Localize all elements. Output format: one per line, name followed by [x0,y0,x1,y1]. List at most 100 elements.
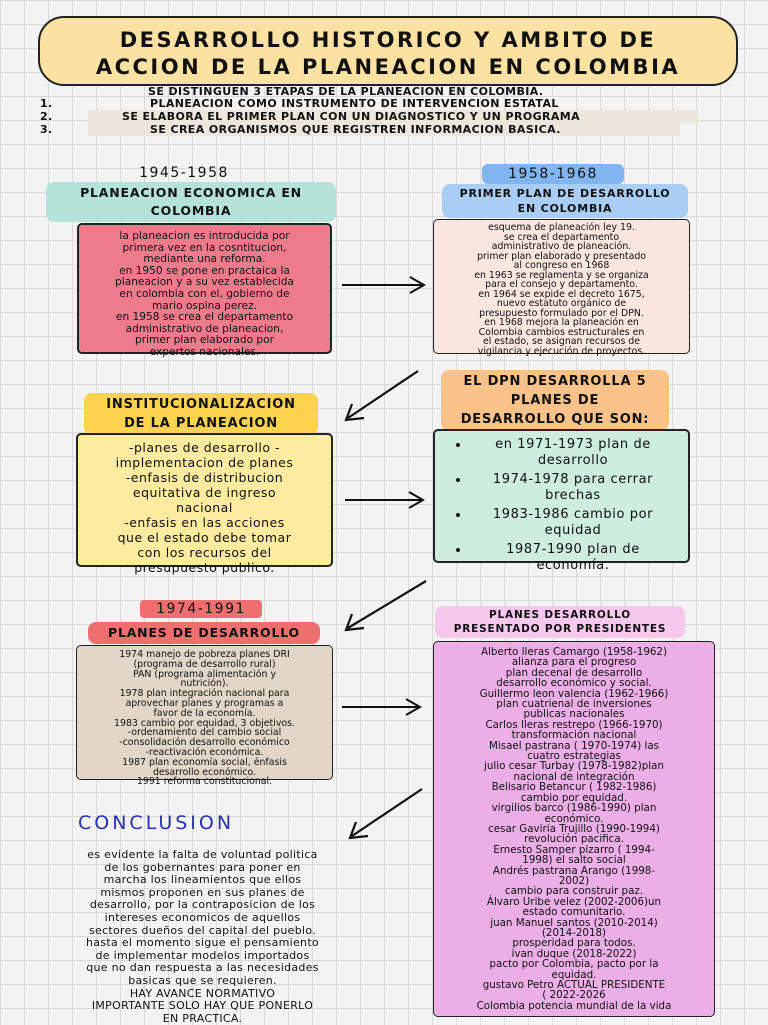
presidentes-text-line: plan decenal de desarrollo [505,666,643,679]
institucional-heading-line-1: INSTITUCIONALIZACION [106,397,296,412]
presidentes-text-line: cesar Gaviria Trujillo (1990-1994) [488,822,660,835]
presidentes-text-line: Andrés pastrana Arango (1998- [492,864,656,877]
stage2-text-line: primer plan elaborado y presentado [476,250,647,262]
arrow-right-icon [342,276,427,294]
page-title: DESARROLLO HISTORICO Y AMBITO DE ACCION … [38,16,738,86]
intro-item-2-number: 2. [40,110,53,123]
presidentes-text-line: Guillermo leon valencia (1962-1966) [479,687,669,700]
stage3-text-line: 1991 reforma constitucional. [136,776,273,788]
stage3-heading: PLANES DE DESARROLLO [88,622,320,644]
stage2-description-box: esquema de planeación ley 19.se crea el … [433,219,690,356]
presidentes-text-line: alianza para el progreso [511,656,637,669]
arrow-right-icon [342,698,423,716]
title-line-2: ACCION DE LA PLANEACION EN COLOMBIA [95,55,681,79]
stage2-text-line: en 1963 se reglamenta y se organiza [474,269,649,281]
institucional-text-line: -enfasis en las acciones [124,515,285,530]
institucional-description-box: -planes de desarrollo -implementacion de… [76,433,333,575]
presidentes-text-line: cuatro estrategias [527,750,621,763]
stage2-text-line: esquema de planeación ley 19. [488,222,635,233]
stage3-text-line: PAN (programa alimentación y [132,668,277,680]
conclusion-text-line: IMPORTANTE SOLO HAY QUE PONERLO [91,999,314,1013]
intro-item-2-text: SE ELABORA EL PRIMER PLAN CON UN DIAGNOS… [122,110,581,123]
presidentes-text-line: Álvaro Uribe velez (2002-2006)un [486,895,662,908]
stage3-text-line: desarrollo económico. [152,766,257,778]
stage1-text-line: la planeacion es introducida por [119,230,290,242]
conclusion-text-line: que no dan respuesta a las necesidades [86,961,319,975]
stage1-text-line: primera vez en la cosntitucion, [122,241,287,254]
presidentes-text-line: pacto por Colombia, pacto por la [489,958,659,971]
presidentes-text-line: Misael pastrana ( 1970-1974) las [488,739,660,752]
presidentes-text-line: gustavo Petro ACTUAL PRESIDENTE [482,979,666,991]
stage1-heading: PLANEACION ECONOMICA EN COLOMBIA [46,182,336,222]
stage1-text-line: planeacion y a su vez establecida [115,276,294,289]
conclusion-text-line: marcha los lineamientos que ellos [103,873,302,887]
institucional-text-line: implementacion de planes [115,455,294,470]
dpn-plan-item: en 1971-1973 plan de desarrollo [470,437,676,469]
institucional-text-line: presupuesto publico. [134,560,275,575]
conclusion-text-line: de los gobernantes para poner en [104,860,301,874]
conclusion-text-line: desarrollo, por la contraposicion de los [89,898,316,912]
arrow-down-left-icon [344,580,427,632]
stage3-text-line: -ordenamiento del cambio social [127,727,282,739]
stage1-heading-line-2: COLOMBIA [150,203,232,218]
stage1-text-line: administrativo de planeacion, [125,322,284,335]
institucional-heading: INSTITUCIONALIZACION DE LA PLANEACION [84,393,318,435]
presidentes-text-line: ( 2022-2026 [542,989,606,1002]
stage1-text-line: en 1950 se pone en practaica la [119,264,290,277]
intro-heading: SE DISTINGUEN 3 ETAPAS DE LA PLANEACION … [148,85,544,98]
presidentes-text-line: económico. [544,812,604,825]
institucional-text-line: -enfasis de distribucion [125,470,284,485]
stage3-text-line: nutrición). [180,678,229,690]
dpn-plan-item: 1983-1986 cambio por equidad [470,507,676,539]
stage3-text-line: (programa de desarrollo rural) [133,658,276,670]
stage1-text-line: mario ospina perez. [151,299,257,312]
stage2-text-line: Colombia cambios estructurales en [478,326,645,338]
presidentes-text-line: Colombia potencia mundial de la vida [476,999,672,1012]
stage2-text-line: administrativo de planeación. [491,241,632,252]
dpn-plans-list: en 1971-1973 plan de desarrollo1974-1978… [440,437,676,574]
stage3-text-line: 1974 manejo de pobreza planes DRI [119,649,290,660]
presidentes-text-line: 1998) el salto social [522,854,626,867]
presidentes-text-line: Belisario Betancur ( 1982-1986) [491,781,657,794]
stage3-text-line: 1978 plan integración nacional para [119,688,290,700]
dpn-plan-item: 1974-1978 para cerrar brechas [470,472,676,504]
conclusion-text-line: mismos proponen en sus planes de [100,885,305,899]
presidentes-heading-line-2: PRESENTADO POR PRESIDENTES [453,623,667,635]
dpn-heading-line-3: DESARROLLO QUE SON: [460,412,650,427]
intro-item-3-number: 3. [40,123,53,136]
conclusion-text-line: es evidente la falta de voluntad politic… [87,848,318,861]
conclusion-text-line: intereses economicos de aquellos [104,910,301,924]
presidentes-text-line: desarrollo económico y social. [496,677,652,690]
stage1-heading-line-1: PLANEACION ECONOMICA EN [80,185,302,200]
stage3-year: 1974-1991 [140,600,262,618]
dpn-heading-line-1: EL DPN DESARROLLA 5 [463,374,647,389]
stage3-text-line: -reactivación económica. [145,746,264,758]
presidentes-text-line: nacional de integración [513,770,635,783]
stage2-text-line: para el consejo y departamento. [485,279,638,290]
stage1-text-line: mediante una reforma. [143,253,266,266]
stage2-heading-line-2: EN COLOMBIA [517,202,613,215]
stage2-text-line: el estado, se asignan recursos de [482,336,641,347]
presidentes-heading: PLANES DESARROLLO PRESENTADO POR PRESIDE… [435,606,685,638]
intro-highlight-2 [88,110,698,123]
presidentes-text-line: ivan duque (2018-2022) [511,947,637,960]
stage2-heading-line-1: PRIMER PLAN DE DESARROLLO [459,187,671,200]
stage2-text-line: se crea el departamento [503,231,620,243]
arrow-down-left-icon [348,788,423,840]
institucional-text-line: -planes de desarrollo - [128,440,281,455]
stage2-text-line: nuevo estatuto orgánico de [496,298,627,309]
presidentes-text-line: plan cuatrienal de inversiones [496,698,652,711]
stage1-text-line: en 1958 se crea el departamento [115,311,294,324]
intro-highlight-3 [88,123,680,136]
stage2-text-line: en 1964 se expide el decreto 1675, [478,288,645,300]
intro-item-1-text: PLANEACION COMO INSTRUMENTO DE INTERVENC… [150,97,559,110]
dpn-heading-line-2: PLANES DE [510,393,600,408]
institucional-heading-line-2: DE LA PLANEACION [124,416,278,431]
stage2-text-line: presupuesto formulado por el DPN. [479,307,644,319]
stage1-text-line: expertos nacionales. [149,345,260,358]
stage2-text-line: al congreso en 1968 [513,260,610,271]
dpn-plan-item: 1987-1990 plan de economía. [470,542,676,574]
stage1-text-line: primer plan elaborado por [135,334,274,347]
presidentes-text-line: prosperidad para todos. [512,937,636,950]
